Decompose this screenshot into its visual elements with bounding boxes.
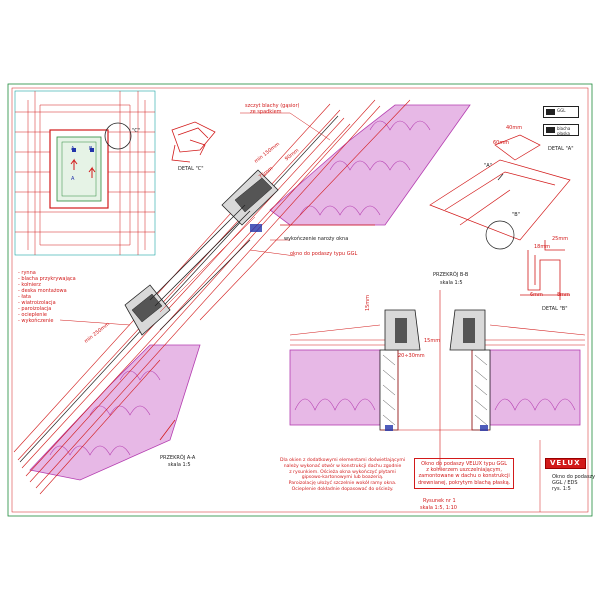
box-line: zamontowane w dachu o konstrukcji bbox=[418, 473, 510, 480]
ridge-top-label-2: ze spadkiem bbox=[250, 109, 282, 115]
ggl-badge: GGL bbox=[543, 106, 579, 118]
detail-a-sketch bbox=[429, 134, 571, 250]
title-line: rys. 1:5 bbox=[552, 486, 571, 492]
window-marker-a: A bbox=[71, 146, 75, 152]
dim-15-label: 15mm bbox=[424, 338, 441, 344]
detail-b-title: DETAL "B" bbox=[542, 306, 568, 312]
callout-item: - łata bbox=[18, 294, 31, 300]
note-line: należy wykonać otwór w konstrukcji dachu… bbox=[283, 463, 402, 469]
section-b-title: PRZEKRÓJ B-B bbox=[433, 272, 469, 278]
note-line: Ocieplenie dokładnie dopasować do oścież… bbox=[291, 486, 394, 492]
detail-c-title: DETAL "C" bbox=[178, 166, 204, 172]
flashing-icon bbox=[546, 127, 555, 133]
dim-8-label: 8mm bbox=[557, 292, 570, 298]
box-line: z kołnierzem uszczelniającym, bbox=[426, 467, 502, 474]
dim-20-30-label: 20÷30mm bbox=[398, 353, 425, 359]
inclined-roof-section bbox=[13, 99, 471, 495]
section-a-title: PRZEKRÓJ A-A bbox=[160, 455, 196, 461]
window-marker-b: B bbox=[89, 146, 93, 152]
left-callout-list: - rynna - blacha przykrywająca - kołnier… bbox=[18, 270, 76, 324]
sheet-inner-frame bbox=[11, 87, 589, 513]
dim-15b-label: 15mm bbox=[365, 294, 372, 312]
dim-40-label: 40mm bbox=[506, 125, 523, 131]
detail-a-title: DETAL "A" bbox=[548, 146, 574, 152]
seal-label: wykończenie naroży okna bbox=[284, 236, 349, 242]
sheet-frame bbox=[7, 83, 593, 517]
sheet-scale: skala 1:5, 1:10 bbox=[420, 505, 457, 511]
box-line: drewnianej, pokrytym blachą płaską. bbox=[418, 479, 511, 486]
note-line: Paroizolację ułożyć szczelnie wokół ramy… bbox=[288, 481, 397, 487]
title-line: GGL / EDS bbox=[552, 480, 578, 486]
callout-item: - blacha przykrywająca bbox=[18, 276, 76, 282]
callout-item: - deska montażowa bbox=[18, 288, 67, 294]
dim-25-label: 25mm bbox=[552, 236, 569, 242]
note-line: z rysunkiem. Ościeża okna wykończyć płyt… bbox=[289, 469, 396, 475]
dim-60-label: 60mm bbox=[493, 140, 510, 146]
window-description-box: Okno do podaszy VELUX typu GGL z kołnier… bbox=[414, 458, 515, 489]
section-b-scale: skala 1:5 bbox=[440, 280, 463, 286]
dim-18-label: 18mm bbox=[534, 244, 551, 250]
ggl-badge-text: GGL bbox=[557, 108, 566, 113]
flashing-badge-text: blacha płaska bbox=[557, 126, 571, 136]
callout-item: - wykończenie bbox=[18, 318, 54, 324]
velux-logo: VELUX bbox=[545, 458, 586, 469]
title-block: Okno do podaszy GGL / EDS rys. 1:5 bbox=[552, 474, 595, 492]
callout-item: - paroizolacja bbox=[18, 306, 52, 312]
marker-b-label: "B" bbox=[512, 212, 521, 218]
callout-item: - wiatroizolacja bbox=[18, 300, 56, 306]
window-type-label: okno do podaszy typu GGL bbox=[290, 251, 358, 257]
box-line: Okno do podaszy VELUX typu GGL bbox=[421, 461, 508, 467]
horizontal-section bbox=[289, 290, 586, 470]
general-notes: Dla okien z dodatkowymi elementami doświ… bbox=[280, 458, 405, 493]
detail-c-sketch bbox=[171, 121, 216, 163]
note-line: Dla okien z dodatkowymi elementami doświ… bbox=[280, 458, 406, 463]
window-marker-a2: A bbox=[71, 176, 75, 182]
marker-a-label: "A" bbox=[484, 163, 493, 169]
callout-item: - ocieplenie bbox=[18, 312, 47, 318]
callout-item: - kołnierz bbox=[18, 282, 41, 288]
window-icon bbox=[546, 109, 555, 115]
dim-6-label: 6mm bbox=[530, 292, 543, 298]
roof-plan-view bbox=[14, 90, 156, 256]
section-a-scale: skala 1:5 bbox=[168, 462, 191, 468]
note-line: gipsowo-kartonowymi lub boazerią. bbox=[301, 475, 384, 481]
marker-c-label: "C" bbox=[132, 128, 141, 134]
flashing-badge: blacha płaska bbox=[543, 124, 579, 136]
ridge-top-label: szczyt blachy (gąsior) bbox=[245, 103, 300, 109]
callout-item: - rynna bbox=[18, 270, 36, 276]
sheet-number: Rysunek nr 1 bbox=[423, 498, 456, 504]
title-line: Okno do podaszy bbox=[552, 474, 596, 480]
detail-b-sketch bbox=[520, 240, 570, 300]
